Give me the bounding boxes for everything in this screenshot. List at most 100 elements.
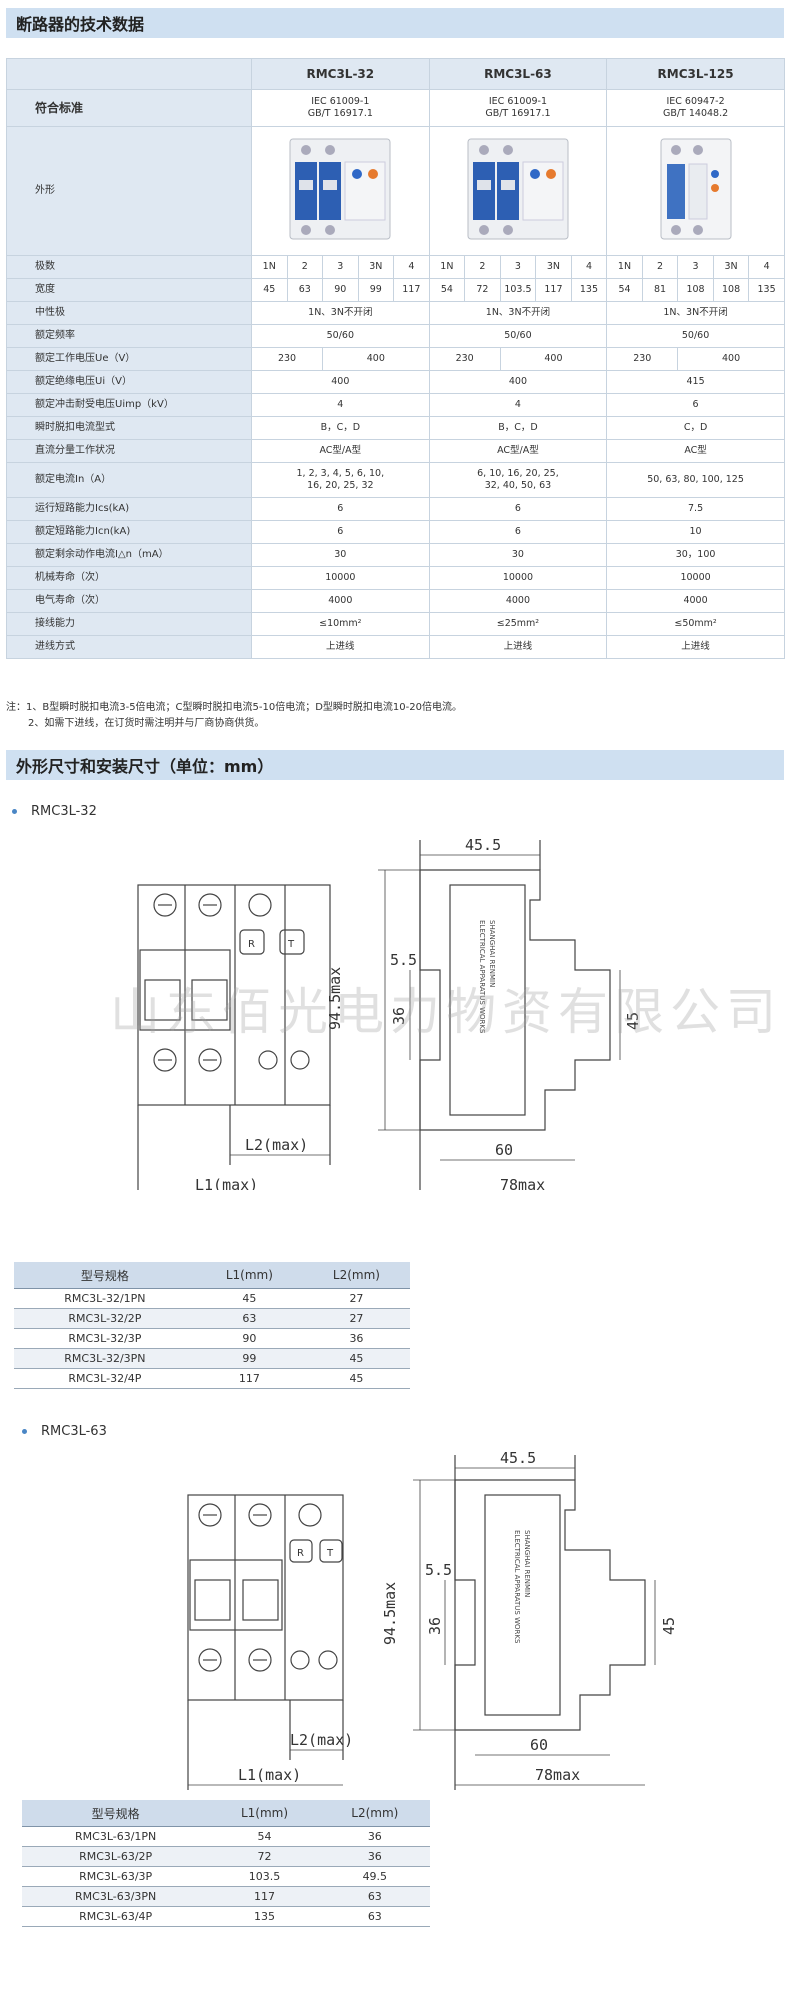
spec-table: RMC3L-32 RMC3L-63 RMC3L-125 符合标准 IEC 610…	[6, 58, 785, 659]
breaker-photo-63	[428, 126, 608, 256]
spec-cell: 6	[251, 520, 430, 544]
row-label: 进线方式	[6, 635, 252, 659]
dim-cell: RMC3L-32/2P	[14, 1308, 196, 1329]
width-cell: 54	[428, 278, 466, 302]
notes: 注：1、B型瞬时脱扣电流3-5倍电流；C型瞬时脱扣电流5-10倍电流；D型瞬时脱…	[6, 700, 462, 732]
width-cell: 108	[677, 278, 714, 302]
spec-cell: 10000	[251, 566, 430, 590]
width-cell: 117	[393, 278, 430, 302]
side-view-outline	[419, 869, 611, 1131]
dim-cell: 63	[319, 1886, 430, 1907]
spec-cell: 1N、3N不开闭	[428, 301, 608, 325]
section-dimensions-title: 外形尺寸和安装尺寸（单位：mm）	[16, 757, 274, 776]
spec-cell: 50, 63, 80, 100, 125	[606, 462, 785, 498]
spec-cell: 30，100	[606, 543, 785, 567]
dim-cell: 45	[302, 1368, 410, 1389]
appearance-row: 外形	[6, 126, 785, 256]
pole-cell: 4	[748, 255, 785, 279]
dim-78-label: 78max	[535, 1766, 580, 1784]
spec-cell: 1, 2, 3, 4, 5, 6, 10, 16, 20, 25, 32	[251, 462, 430, 498]
breaker-image	[467, 138, 569, 240]
dim-header-row: 型号规格 L1(mm) L2(mm)	[22, 1800, 430, 1827]
dim-45-label: 45	[660, 1617, 678, 1635]
t-button-label: T	[326, 1548, 334, 1559]
dim-5-5-label: 5.5	[390, 951, 417, 969]
spec-cell: 50/60	[251, 324, 430, 348]
width-cell: 90	[322, 278, 359, 302]
dim-cell: RMC3L-63/4P	[22, 1906, 210, 1927]
label-line-2: ELECTRICAL APPARATUS WORKS	[513, 1530, 521, 1644]
spec-cell: 上进线	[251, 635, 430, 659]
spec-header-empty	[6, 58, 252, 90]
pole-cell: 1N	[251, 255, 288, 279]
breaker-image	[289, 138, 391, 240]
breaker-photo-32	[251, 126, 430, 256]
note-1: 注：1、B型瞬时脱扣电流3-5倍电流；C型瞬时脱扣电流5-10倍电流；D型瞬时脱…	[6, 702, 462, 713]
side-view-outline	[454, 1479, 646, 1731]
spec-cell: 上进线	[606, 635, 785, 659]
pole-cell: 2	[286, 255, 324, 279]
dim-94-5-label: 94.5max	[381, 1582, 399, 1645]
dim-cell: 36	[302, 1328, 410, 1349]
width-cell: 103.5	[499, 278, 537, 302]
dim-header: 型号规格	[14, 1262, 196, 1289]
spec-cell: 400	[251, 370, 430, 394]
dim-cell: RMC3L-32/3PN	[14, 1348, 196, 1369]
spec-header-row: RMC3L-32 RMC3L-63 RMC3L-125	[6, 58, 785, 90]
spec-cell: 7.5	[606, 497, 785, 521]
dim-cell: RMC3L-32/3P	[14, 1328, 196, 1349]
row-label: 机械寿命（次）	[6, 566, 252, 590]
spec-cell: 10000	[428, 566, 608, 590]
spec-cell: 4	[428, 393, 608, 417]
dim-cell: RMC3L-63/3P	[22, 1866, 210, 1887]
spec-cell: 10000	[606, 566, 785, 590]
spec-cell: ≤25mm²	[428, 612, 608, 636]
dim-cell: 117	[209, 1886, 320, 1907]
dim-header: L2(mm)	[302, 1262, 410, 1289]
dim-cell: 99	[195, 1348, 303, 1369]
spec-cell: AC型/A型	[428, 439, 608, 463]
dim-60-label: 60	[495, 1141, 513, 1159]
width-cell: 135	[748, 278, 785, 302]
width-cell: 63	[286, 278, 324, 302]
pole-cell: 3N	[357, 255, 395, 279]
dim-45-5-label: 45.5	[500, 1450, 536, 1467]
dim-36-label: 36	[390, 1007, 408, 1025]
dim-cell: 103.5	[209, 1866, 320, 1887]
dim-78-label: 78max	[500, 1176, 545, 1190]
dim-cell: 90	[195, 1328, 303, 1349]
spec-cell: 50/60	[606, 324, 785, 348]
dim-45-5-label: 45.5	[465, 836, 501, 854]
spec-row: 额定电流In（A）1, 2, 3, 4, 5, 6, 10, 16, 20, 2…	[6, 462, 785, 498]
dim-cell: RMC3L-63/2P	[22, 1846, 210, 1867]
pole-cell: 1N	[606, 255, 643, 279]
dim-cell: RMC3L-63/1PN	[22, 1826, 210, 1847]
spec-cell: B，C，D	[428, 416, 608, 440]
spec-row: 接线能力≤10mm²≤25mm²≤50mm²	[6, 612, 785, 636]
width-cell: 81	[641, 278, 679, 302]
spec-cell: B，C，D	[251, 416, 430, 440]
dim-cell: 63	[319, 1906, 430, 1927]
breaker-image	[660, 138, 732, 240]
r-button-label: R	[248, 939, 255, 950]
breaker-photo-125	[606, 126, 785, 256]
width-cell: 99	[357, 278, 395, 302]
dim-cell: 63	[195, 1308, 303, 1329]
spec-cell: 4000	[251, 589, 430, 613]
